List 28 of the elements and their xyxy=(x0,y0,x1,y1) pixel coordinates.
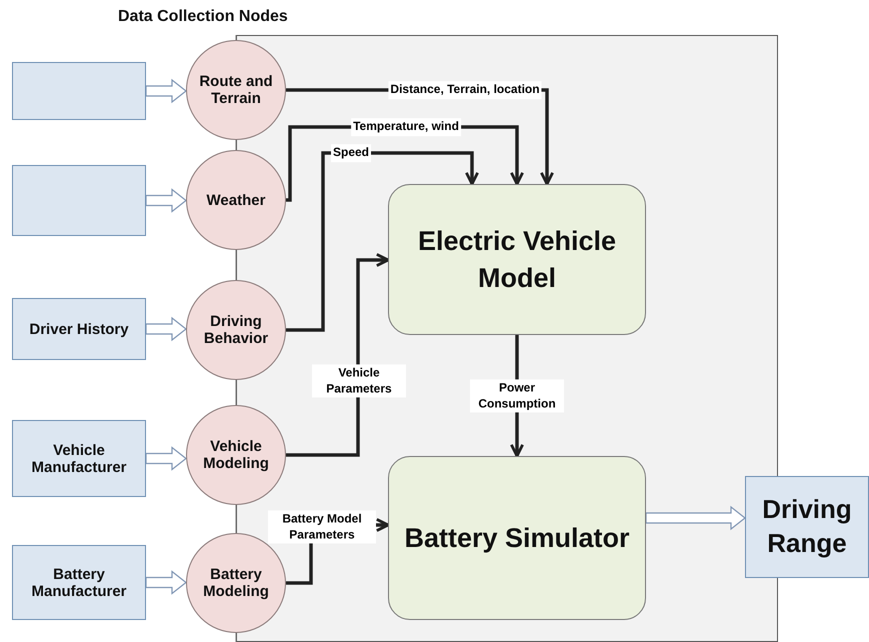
arrow xyxy=(286,151,479,332)
block-arrow xyxy=(645,506,746,530)
source-box: Vehicle Manufacturer xyxy=(12,420,146,497)
arrow xyxy=(286,253,390,457)
data-node-circle: Battery Modeling xyxy=(186,533,286,633)
source-box xyxy=(12,62,146,120)
data-node-circle: Route and Terrain xyxy=(186,40,286,140)
block-arrow xyxy=(145,188,187,213)
block-arrow xyxy=(145,78,187,104)
model-box: Battery Simulator xyxy=(388,456,646,620)
block-arrow xyxy=(145,316,187,342)
data-node-circle: Vehicle Modeling xyxy=(186,405,286,505)
source-box xyxy=(12,165,146,236)
source-box: Battery Manufacturer xyxy=(12,545,146,620)
edge-label: Speed xyxy=(331,144,371,162)
data-node-circle: Weather xyxy=(186,150,286,250)
data-node-circle: Driving Behavior xyxy=(186,280,286,380)
edge-label: Power Consumption xyxy=(470,379,564,413)
edge-label: Temperature, wind xyxy=(351,118,461,136)
edge-label: Battery Model Parameters xyxy=(268,510,376,544)
block-arrow xyxy=(145,446,187,471)
edge-label: Vehicle Parameters xyxy=(312,364,406,398)
model-box: Electric Vehicle Model xyxy=(388,184,646,335)
output-box: Driving Range xyxy=(745,476,869,578)
source-box: Driver History xyxy=(12,298,146,360)
block-arrow xyxy=(145,570,187,595)
diagram-title: Data Collection Nodes xyxy=(118,8,288,26)
edge-label: Distance, Terrain, location xyxy=(388,81,542,99)
